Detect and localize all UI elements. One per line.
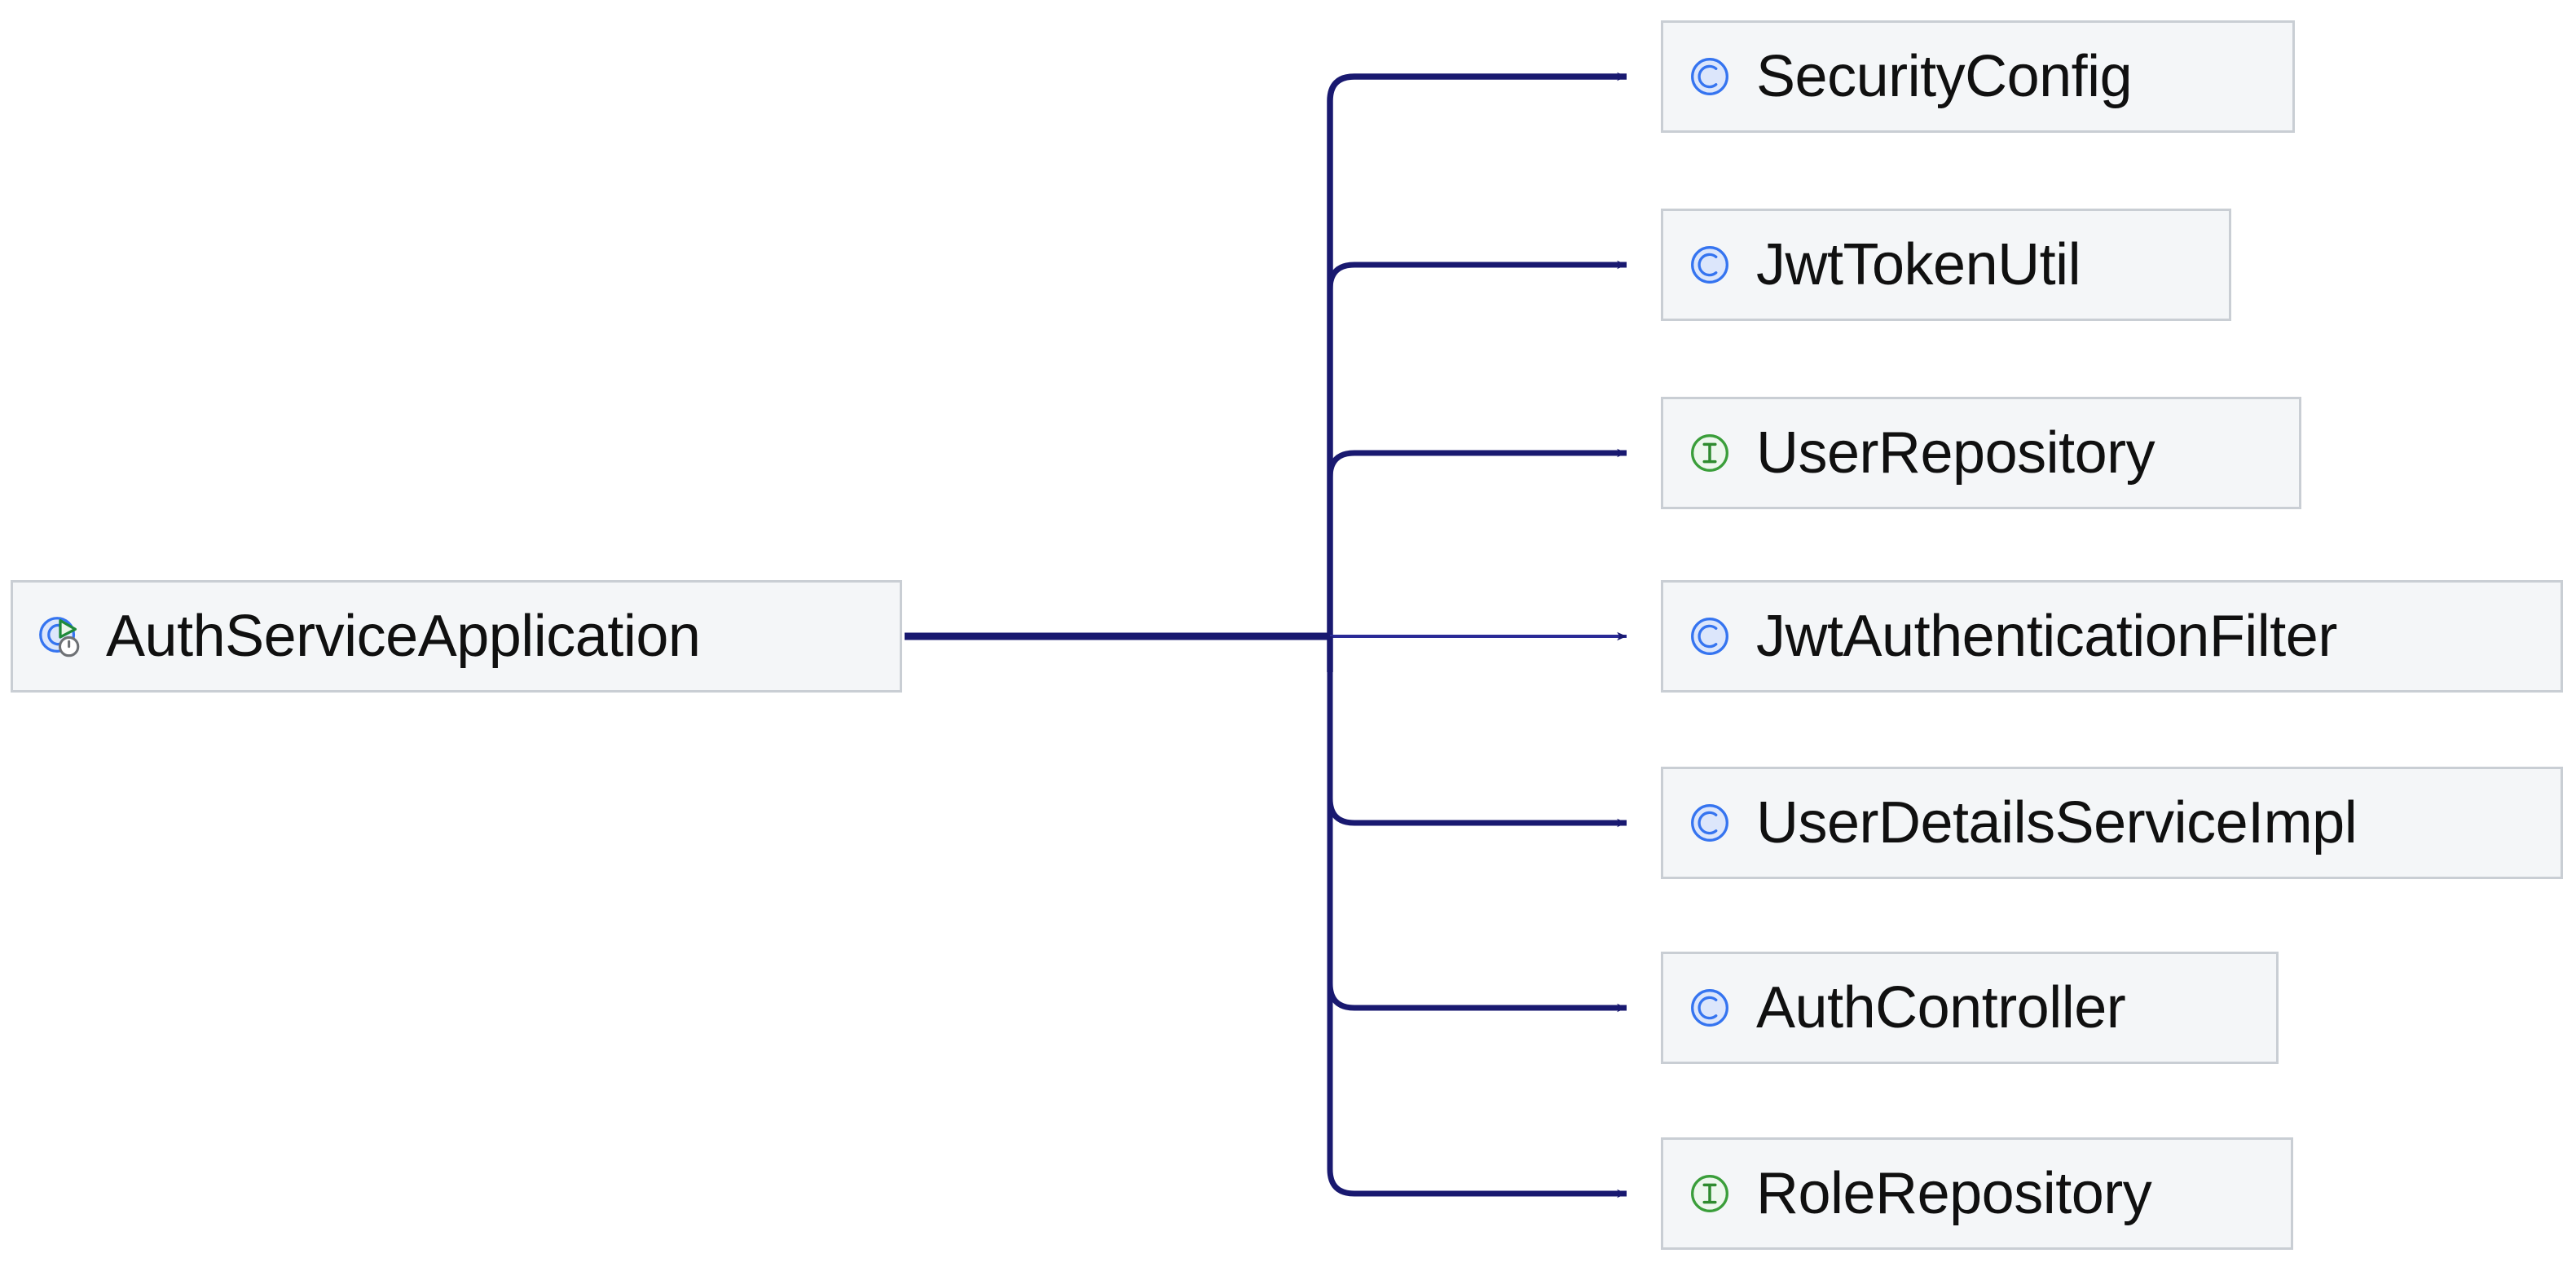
edge-to-rolerepository: [1327, 636, 1627, 1198]
node-security-config[interactable]: SecurityConfig: [1661, 20, 2295, 133]
edge-to-authcontroller: [1327, 636, 1627, 1013]
class-icon: [1691, 618, 1728, 655]
node-auth-service-application[interactable]: AuthServiceApplication: [11, 580, 902, 693]
class-icon: [1691, 989, 1728, 1027]
node-jwt-authentication-filter[interactable]: JwtAuthenticationFilter: [1661, 580, 2563, 693]
node-label: UserDetailsServiceImpl: [1756, 790, 2358, 855]
node-user-repository[interactable]: UserRepository: [1661, 397, 2301, 509]
edge-to-jwttokenutil: [1327, 260, 1627, 636]
node-label: JwtAuthenticationFilter: [1756, 604, 2337, 669]
node-label: JwtTokenUtil: [1756, 232, 2081, 297]
node-label: SecurityConfig: [1756, 44, 2133, 109]
interface-icon: [1691, 434, 1728, 472]
class-icon: [1691, 246, 1728, 284]
node-user-details-service-impl[interactable]: UserDetailsServiceImpl: [1661, 767, 2563, 879]
node-label: RoleRepository: [1756, 1161, 2152, 1226]
node-role-repository[interactable]: RoleRepository: [1661, 1137, 2293, 1250]
node-jwt-token-util[interactable]: JwtTokenUtil: [1661, 209, 2231, 321]
edge-to-userdetailsserviceimpl: [1327, 636, 1627, 828]
node-auth-controller[interactable]: AuthController: [1661, 952, 2279, 1064]
class-icon: [1691, 804, 1728, 842]
edge-to-securityconfig: [1327, 72, 1627, 672]
node-label: AuthController: [1756, 975, 2126, 1040]
class-icon: [1691, 58, 1728, 95]
edge-to-userrepository: [1327, 448, 1627, 636]
node-label: AuthServiceApplication: [106, 604, 701, 669]
node-label: UserRepository: [1756, 420, 2155, 486]
spring-boot-runnable-class-icon: [39, 617, 80, 657]
interface-icon: [1691, 1175, 1728, 1212]
